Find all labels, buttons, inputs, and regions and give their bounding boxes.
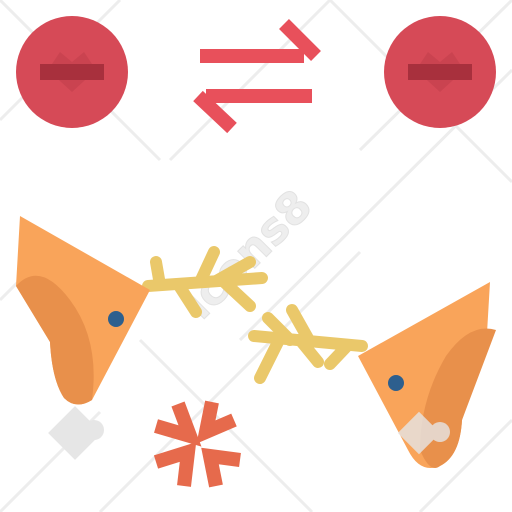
antler-left <box>142 246 268 318</box>
watermark-logo <box>48 406 104 460</box>
eye-left <box>108 311 124 327</box>
deer-head-icon-left <box>16 216 268 405</box>
no-entry-icon-left <box>16 16 128 128</box>
swap-arrows-icon[interactable] <box>193 19 321 134</box>
anger-symbol-icon <box>153 400 241 488</box>
no-entry-icon-right <box>384 16 496 128</box>
eye-right <box>388 375 404 391</box>
antler-right <box>248 304 368 384</box>
watermark-logo-right <box>397 411 450 455</box>
deer-head-icon-right <box>248 282 496 468</box>
